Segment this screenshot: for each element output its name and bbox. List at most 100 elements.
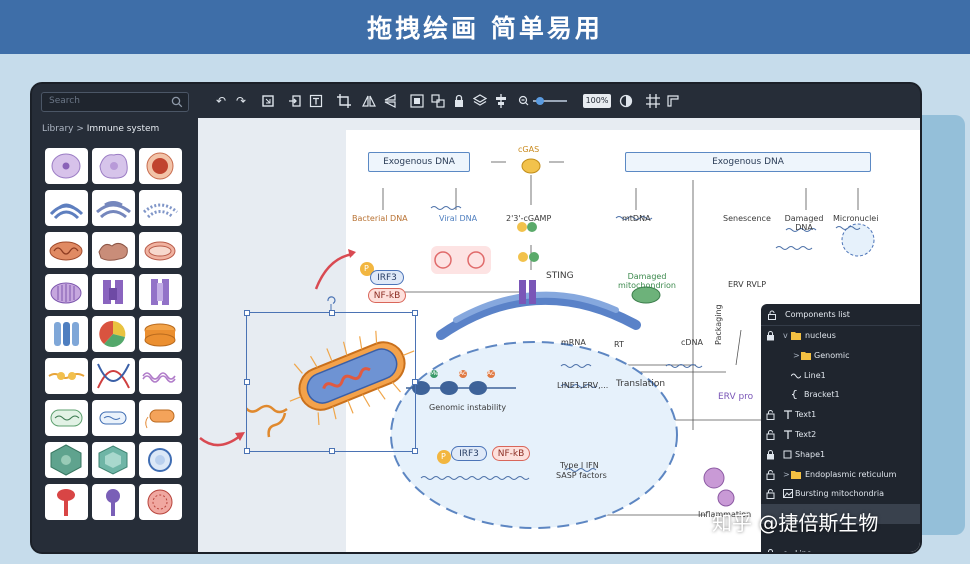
lock-icon[interactable] (766, 449, 775, 460)
library-item-cell[interactable] (92, 274, 135, 310)
unlock-icon[interactable] (766, 430, 775, 440)
resize-handle-top[interactable] (329, 310, 335, 316)
component-row-bracket1[interactable]: Bracket1 (761, 385, 920, 405)
library-item-cell[interactable] (139, 190, 182, 226)
library-item-cell[interactable] (45, 232, 88, 268)
irf3-top-badge[interactable]: IRF3 (370, 270, 404, 285)
lock-icon[interactable] (766, 548, 775, 554)
component-label: Endoplasmic reticulum (805, 469, 897, 479)
exogenous-dna-box-right[interactable]: Exogenous DNA (625, 152, 871, 172)
unlock-icon[interactable] (766, 469, 775, 480)
undo-icon[interactable]: ↶ (215, 94, 227, 108)
component-row-selected[interactable] (761, 504, 920, 524)
lock-icon[interactable] (452, 94, 466, 108)
redo-icon[interactable]: ↷ (235, 94, 247, 108)
align-icon[interactable] (494, 94, 508, 108)
resize-handle-top-left[interactable] (244, 310, 250, 316)
library-item-cell[interactable] (139, 274, 182, 310)
library-item-cell[interactable] (45, 190, 88, 226)
import-icon[interactable] (288, 94, 302, 108)
fit-screen-icon[interactable] (261, 94, 275, 108)
library-item-cell[interactable] (92, 442, 135, 478)
library-item-cell[interactable] (92, 400, 135, 436)
chevron-right-icon[interactable]: > (793, 350, 800, 360)
zoom-level[interactable]: 100% (583, 94, 611, 108)
sasp-factors-label: SASP factors (556, 471, 607, 480)
resize-handle-bottom-right[interactable] (412, 448, 418, 454)
library-item-cell[interactable] (45, 148, 88, 184)
resize-handle-bottom[interactable] (329, 448, 335, 454)
component-label: Text1 (795, 410, 817, 420)
library-item-cell[interactable] (45, 484, 88, 520)
resize-handle-bottom-left[interactable] (244, 448, 250, 454)
search-placeholder: Search (49, 96, 80, 106)
unlock-icon[interactable] (766, 489, 775, 500)
nfkb-bottom-badge[interactable]: NF-kB (492, 446, 530, 461)
library-item-cell[interactable] (139, 484, 182, 520)
line-icon (783, 551, 788, 552)
component-row-text1[interactable]: Text1 (761, 405, 920, 425)
component-row-line[interactable]: Line (761, 544, 920, 554)
chevron-down-icon[interactable]: v (783, 331, 788, 340)
mtdna-label: mtDNA (622, 214, 651, 223)
search-input[interactable]: Search (41, 92, 189, 112)
component-row-nucleus[interactable]: v nucleus (761, 326, 920, 346)
chevron-right-icon[interactable]: > (783, 469, 790, 479)
flip-vertical-icon[interactable] (383, 94, 397, 108)
resize-handle-top-right[interactable] (412, 310, 418, 316)
rotate-handle-icon[interactable] (324, 295, 338, 311)
bacterial-dna-label: Bacterial DNA (352, 214, 408, 223)
exogenous-dna-box-left[interactable]: Exogenous DNA (368, 152, 470, 172)
crop-icon[interactable] (337, 94, 351, 108)
group-icon[interactable] (410, 94, 424, 108)
search-icon[interactable] (171, 96, 183, 108)
library-item-cell[interactable] (45, 316, 88, 352)
library-item-cell[interactable] (139, 316, 182, 352)
library-item-cell[interactable] (92, 190, 135, 226)
component-row-line1[interactable]: Line1 (761, 366, 920, 386)
resize-handle-left[interactable] (244, 379, 250, 385)
library-item-cell[interactable] (92, 316, 135, 352)
layers-icon[interactable] (473, 94, 487, 108)
irf3-bottom-badge[interactable]: IRF3 (451, 446, 487, 461)
library-item-cell[interactable] (92, 358, 135, 394)
flip-horizontal-icon[interactable] (362, 94, 376, 108)
component-label: Line1 (804, 370, 826, 380)
library-item-cell[interactable] (92, 232, 135, 268)
zoom-slider-track[interactable] (533, 100, 567, 102)
component-row-genomic[interactable]: > Genomic (761, 346, 920, 366)
library-item-cell[interactable] (45, 442, 88, 478)
library-item-cell[interactable] (139, 400, 182, 436)
zoom-out-icon[interactable] (517, 94, 531, 108)
unlock-icon[interactable] (767, 310, 777, 320)
component-row-bursting-mitochondria[interactable]: Bursting mitochondria (761, 484, 920, 504)
library-item-cell[interactable] (45, 400, 88, 436)
contrast-icon[interactable] (619, 94, 633, 108)
text-tool-icon[interactable] (309, 94, 323, 108)
library-item-cell[interactable] (92, 148, 135, 184)
library-item-cell[interactable] (45, 358, 88, 394)
resize-handle-right[interactable] (412, 379, 418, 385)
grid-icon[interactable] (646, 94, 660, 108)
library-item-cell[interactable] (139, 442, 182, 478)
component-row-endoplasmic-reticulum[interactable]: > Endoplasmic reticulum (761, 465, 920, 485)
breadcrumb-root[interactable]: Library (42, 124, 74, 134)
ruler-icon[interactable] (666, 94, 680, 108)
app-window: Search Library > Immune system (30, 82, 922, 554)
library-item-cell[interactable] (139, 232, 182, 268)
zoom-slider-handle[interactable] (536, 97, 544, 105)
nfkb-top-badge[interactable]: NF-kB (368, 288, 406, 303)
drawing-canvas[interactable]: Exogenous DNA Exogenous DNA cGAS Bacteri… (198, 118, 920, 554)
lock-icon[interactable] (766, 331, 775, 341)
library-item-cell[interactable] (92, 484, 135, 520)
library-item-cell[interactable] (139, 358, 182, 394)
folder-icon (791, 332, 801, 340)
ungroup-icon[interactable] (431, 94, 445, 108)
selected-bacterium-object[interactable] (244, 296, 418, 454)
bracket-icon (791, 390, 798, 400)
unlock-icon[interactable] (766, 410, 775, 421)
library-item-cell[interactable] (45, 274, 88, 310)
component-row-text2[interactable]: Text2 (761, 425, 920, 445)
library-item-cell[interactable] (139, 148, 182, 184)
component-row-shape1[interactable]: Shape1 (761, 445, 920, 465)
